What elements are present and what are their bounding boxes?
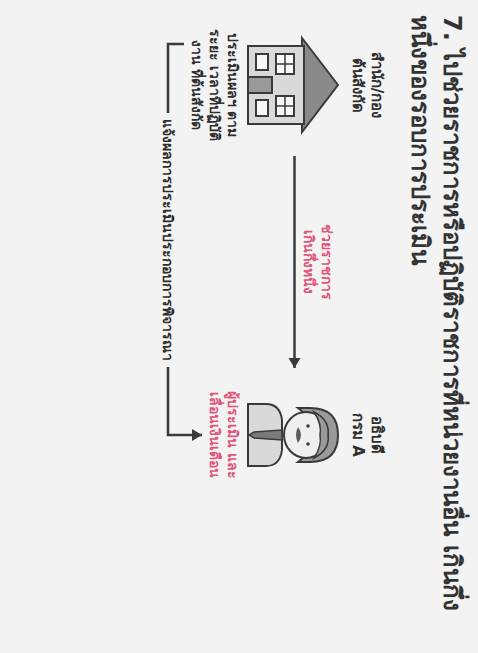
origin-office: สำนัก/กอง ต้นสังกัด ประเมินผลฯ ตามระยะ เ…	[188, 18, 386, 152]
building-icon	[245, 30, 345, 140]
evaluator: อธิบดี กรม A ผู้ประเมิน และ เลื่อนเงินเด…	[206, 372, 386, 498]
edge-label: ช่วยราชการ เกินกึ่งหนึ่ง	[300, 212, 336, 312]
arrowhead	[289, 358, 301, 368]
arrowhead	[192, 429, 202, 441]
edge-label: แจ้งผลการประเมินประกอบการพิจารณา	[159, 113, 177, 367]
node-body: ผู้ประเมิน และ เลื่อนเงินเดือน	[206, 375, 242, 495]
title: 7. ไปช่วยราชการหรือปฏิบัติราชการที่หน่วย…	[403, 15, 468, 640]
node-body: ประเมินผลฯ ตามระยะ เวลาที่ปฏิบัติงาน ที่…	[188, 18, 243, 152]
node-heading: สำนัก/กอง ต้นสังกัด	[349, 45, 387, 125]
person-icon	[245, 390, 345, 480]
edge-label-text: แจ้งผลการประเมินประกอบการพิจารณา	[160, 113, 176, 367]
connector	[293, 156, 296, 368]
node-heading: อธิบดี กรม A	[349, 400, 387, 470]
